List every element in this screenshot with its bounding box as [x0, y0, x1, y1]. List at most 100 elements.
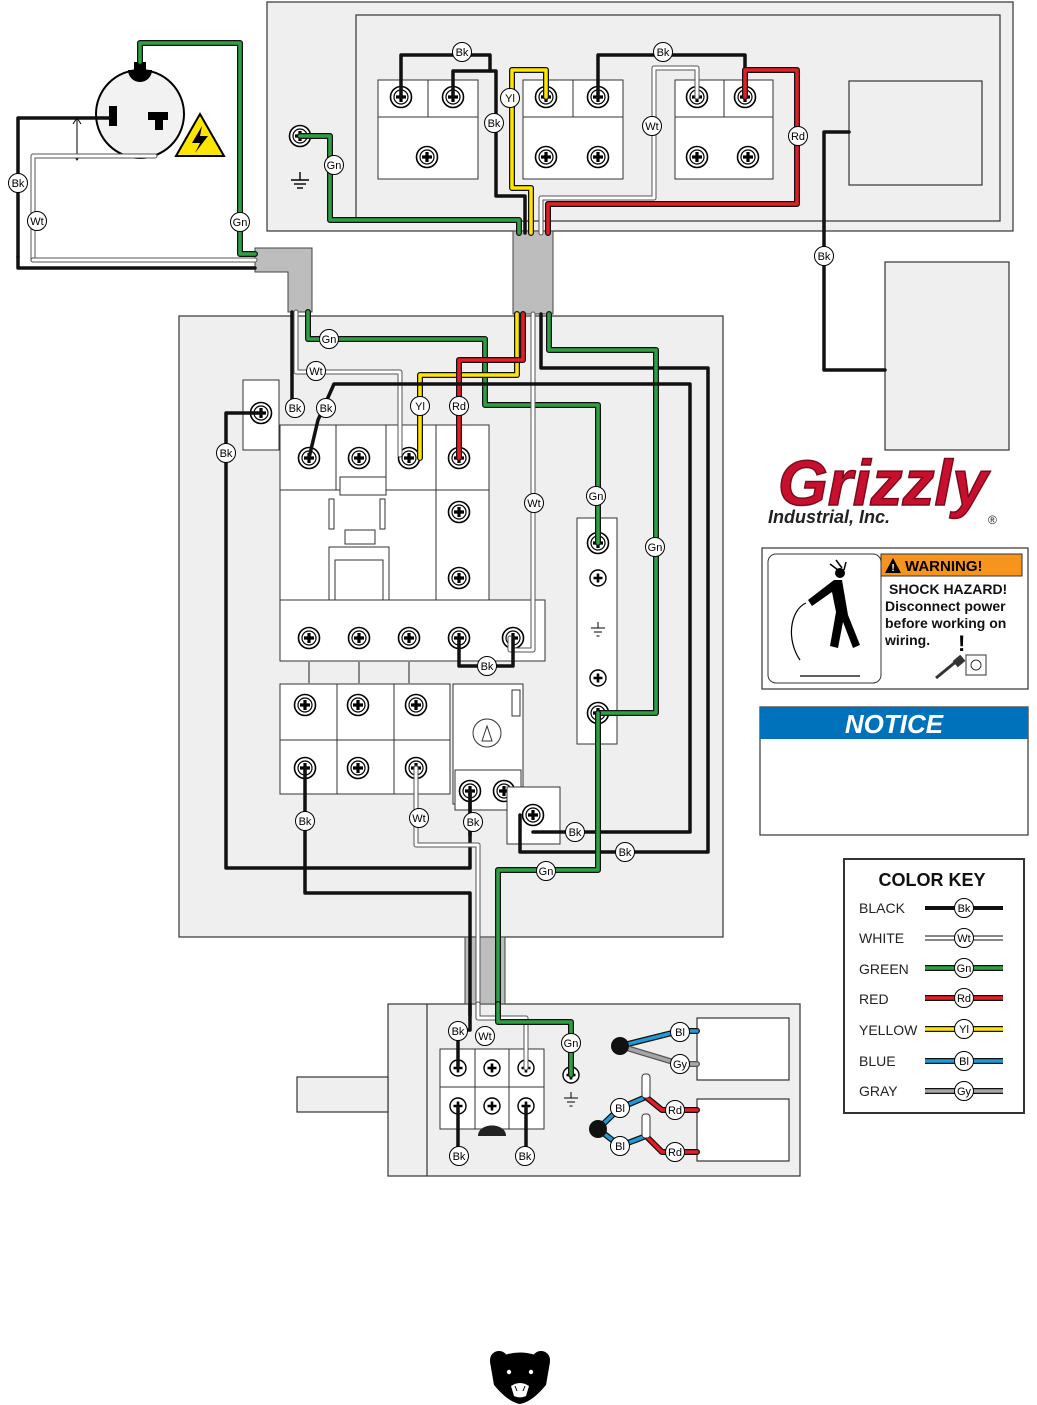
shock-hazard-warning: ! WARNING! SHOCK HAZARD! Disconnect powe… — [761, 547, 1029, 690]
svg-text:YELLOW: YELLOW — [859, 1022, 918, 1038]
wire-label-white: Wt — [306, 361, 326, 381]
wire-label-black: Bk — [463, 812, 483, 832]
svg-text:Bl: Bl — [615, 1141, 625, 1153]
wire-label-black: Bk — [565, 822, 585, 842]
notice-box: NOTICE — [759, 706, 1029, 836]
wire-label-black: Bk — [615, 842, 635, 862]
svg-text:Wt: Wt — [478, 1031, 491, 1043]
svg-text:Gn: Gn — [539, 866, 554, 878]
wire-label-green: Gn — [319, 329, 339, 349]
svg-text:Wt: Wt — [309, 366, 322, 378]
svg-text:Wt: Wt — [645, 121, 658, 133]
svg-text:Bk: Bk — [220, 448, 233, 460]
wire-label-yellow: Yl — [410, 396, 430, 416]
wire-label-black: Bk — [452, 42, 472, 62]
svg-text:Rd: Rd — [668, 1105, 682, 1117]
svg-text:Gn: Gn — [589, 491, 604, 503]
plug-icon — [935, 654, 987, 680]
warning-line-4: wiring. — [884, 632, 930, 648]
wire-label-gray: Gy — [670, 1054, 690, 1074]
wire-label-green: Gn — [230, 212, 250, 232]
top-terminal-blocks — [288, 79, 774, 189]
notice-title: NOTICE — [845, 709, 944, 739]
svg-text:Wt: Wt — [527, 498, 540, 510]
wire-label-red: Rd — [665, 1142, 685, 1162]
svg-text:Bk: Bk — [320, 403, 333, 415]
wire-label-black: Bk — [316, 398, 336, 418]
wire-label-black: Bk — [477, 656, 497, 676]
warning-line-2: Disconnect power — [885, 598, 1006, 614]
wire-label-white: Wt — [475, 1026, 495, 1046]
svg-text:GREEN: GREEN — [859, 961, 909, 977]
svg-text:RED: RED — [859, 991, 889, 1007]
svg-text:Gn: Gn — [322, 334, 337, 346]
wire-label-green: Gn — [586, 486, 606, 506]
wire-label-green: Gn — [645, 537, 665, 557]
logo-name: Grizzly — [778, 447, 991, 519]
color-key-entry-red: RED Rd — [859, 988, 1003, 1008]
color-key: COLOR KEY BLACK Bk WHITE Wt GREEN Gn RED… — [843, 858, 1025, 1114]
svg-text:Bk: Bk — [12, 178, 25, 190]
svg-text:Rd: Rd — [668, 1147, 682, 1159]
grizzly-logo: Grizzly Industrial, Inc. ® — [768, 446, 997, 527]
color-key-entry-yellow: YELLOW Yl — [859, 1019, 1003, 1039]
high-voltage-icon — [174, 111, 226, 157]
wire-label-white: Wt — [409, 808, 429, 828]
wire-label-black: Bk — [8, 173, 28, 193]
svg-text:Bk: Bk — [289, 403, 302, 415]
svg-text:Bk: Bk — [456, 47, 469, 59]
svg-text:Bl: Bl — [675, 1027, 685, 1039]
svg-text:Bk: Bk — [569, 827, 582, 839]
color-key-entry-black: BLACK Bk — [859, 898, 1003, 918]
warning-line-1: SHOCK HAZARD! — [889, 581, 1007, 597]
svg-text:Gy: Gy — [957, 1086, 972, 1098]
svg-text:Bl: Bl — [959, 1056, 969, 1068]
wire-label-yellow: Yl — [500, 88, 520, 108]
wire-label-blue: Bl — [610, 1098, 630, 1118]
wire-label-black: Bk — [814, 246, 834, 266]
logo-subtitle: Industrial, Inc. — [768, 507, 890, 527]
svg-text:Bk: Bk — [299, 816, 312, 828]
svg-text:Gn: Gn — [648, 542, 663, 554]
wire-label-white: Wt — [524, 493, 544, 513]
warning-header: WARNING! — [905, 558, 983, 575]
svg-text:Yl: Yl — [505, 93, 515, 105]
svg-text:Bk: Bk — [453, 1151, 466, 1163]
svg-text:Yl: Yl — [415, 401, 425, 413]
svg-text:Bk: Bk — [818, 251, 831, 263]
svg-text:!: ! — [958, 631, 965, 656]
svg-text:Gn: Gn — [564, 1038, 579, 1050]
svg-text:Rd: Rd — [957, 993, 971, 1005]
wire-label-white: Wt — [27, 211, 47, 231]
color-key-title: COLOR KEY — [878, 870, 985, 890]
wire-label-red: Rd — [665, 1100, 685, 1120]
wire-label-green: Gn — [324, 155, 344, 175]
svg-text:GRAY: GRAY — [859, 1083, 898, 1099]
wire-label-black: Bk — [484, 113, 504, 133]
wire-label-black: Bk — [448, 1021, 468, 1041]
svg-text:Bk: Bk — [481, 661, 494, 673]
middle-panel-components — [242, 379, 618, 845]
wire-label-black: Bk — [216, 443, 236, 463]
svg-text:Rd: Rd — [452, 401, 466, 413]
svg-text:Yl: Yl — [959, 1024, 969, 1036]
shock-hazard-icon — [790, 559, 860, 677]
color-key-entry-green: GREEN Gn — [859, 958, 1003, 978]
svg-text:Gy: Gy — [673, 1059, 688, 1071]
svg-text:Bk: Bk — [657, 47, 670, 59]
svg-text:Wt: Wt — [412, 813, 425, 825]
wire-label-black: Bk — [295, 811, 315, 831]
wire-label-green: Gn — [561, 1033, 581, 1053]
svg-text:Bk: Bk — [467, 817, 480, 829]
svg-text:Bk: Bk — [619, 847, 632, 859]
svg-text:Gn: Gn — [327, 160, 342, 172]
svg-text:Gn: Gn — [957, 963, 972, 975]
svg-text:Rd: Rd — [791, 131, 805, 143]
svg-text:Gn: Gn — [233, 217, 248, 229]
svg-text:WHITE: WHITE — [859, 930, 904, 946]
svg-text:Bl: Bl — [615, 1103, 625, 1115]
color-key-entry-blue: BLUE Bl — [859, 1051, 1003, 1071]
color-key-entry-gray: GRAY Gy — [859, 1081, 1003, 1101]
wire-label-black: Bk — [515, 1146, 535, 1166]
